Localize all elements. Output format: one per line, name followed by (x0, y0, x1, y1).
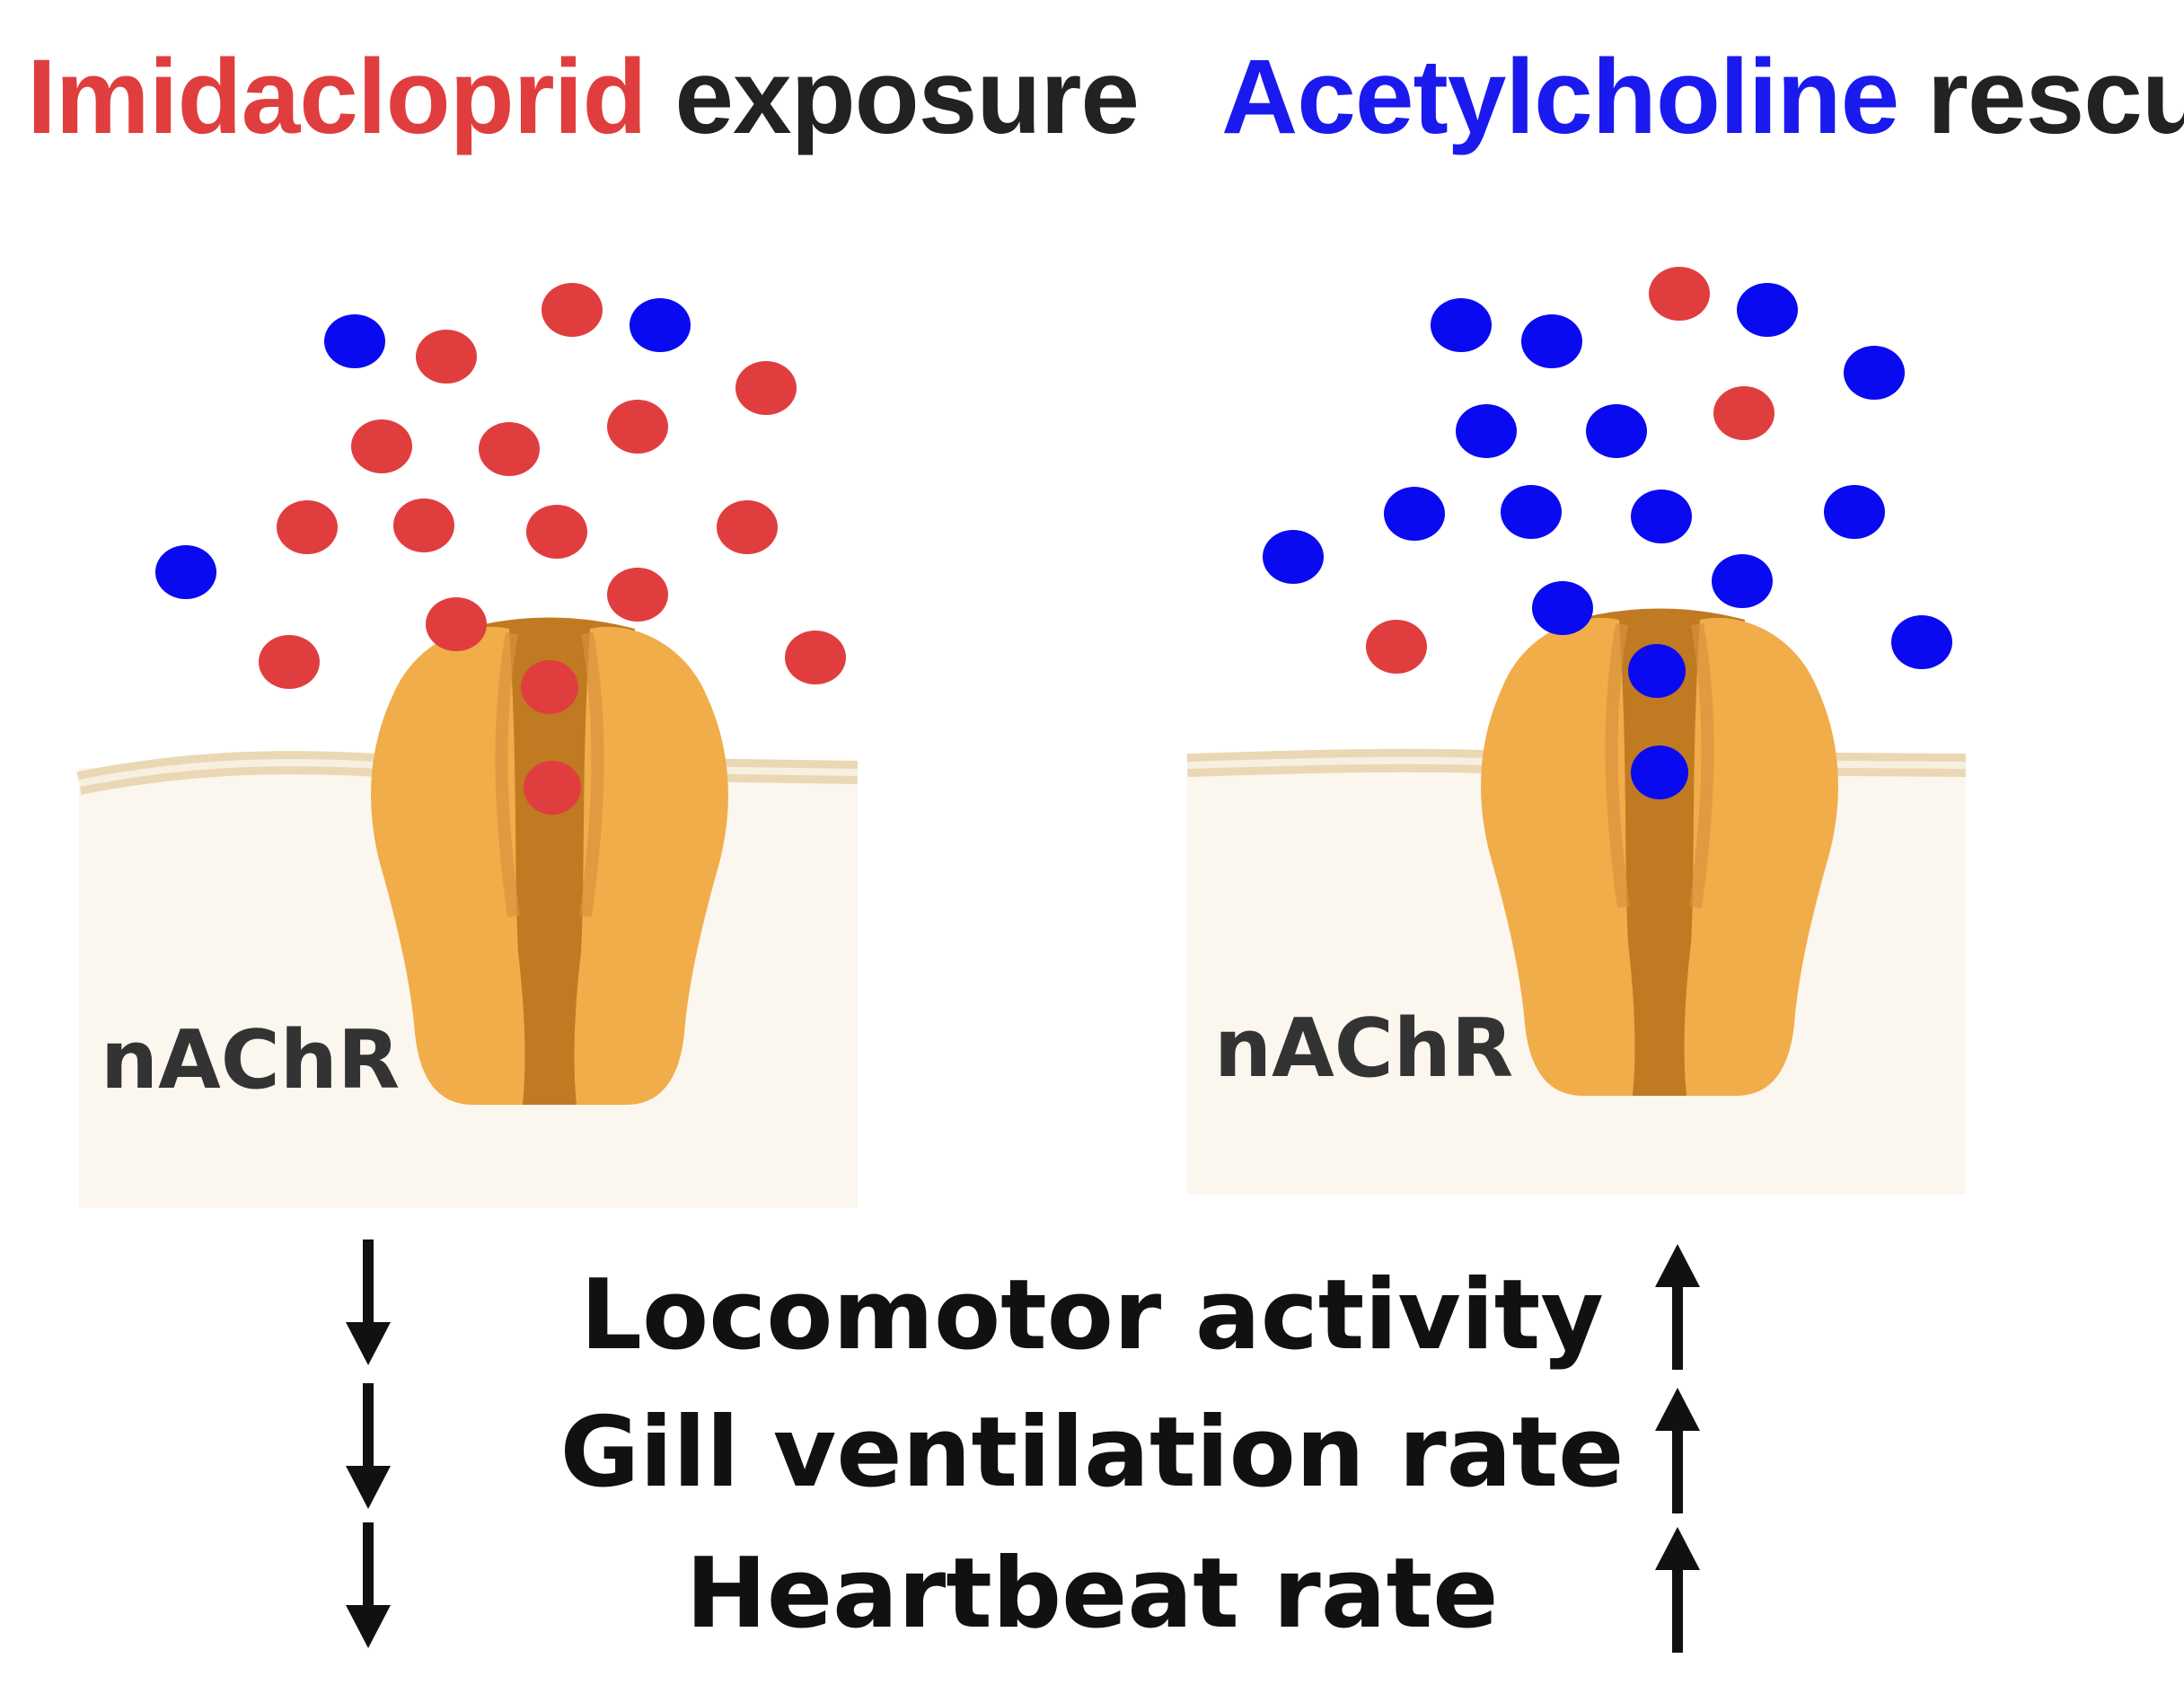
imidacloprid-molecule (426, 597, 487, 651)
imidacloprid-molecule (607, 568, 668, 622)
acetylcholine-molecule (1844, 346, 1905, 400)
imidacloprid-molecule (1366, 620, 1427, 674)
imidacloprid-molecule (735, 361, 797, 415)
imidacloprid-molecule (526, 505, 587, 559)
acetylcholine-molecule (1891, 615, 1952, 669)
acetylcholine-molecule (1521, 314, 1582, 368)
acetylcholine-molecule (1501, 485, 1562, 539)
imidacloprid-molecule (277, 500, 338, 554)
title-highlight: Acetylcholine (1221, 38, 1899, 156)
acetylcholine-molecule (1712, 554, 1773, 608)
title-acetylcholine-rescue: Acetylcholine rescue (1221, 36, 2184, 158)
arrow-up-icon (1655, 1244, 1700, 1370)
acetylcholine-molecule (1631, 745, 1688, 799)
molecules-left (155, 283, 846, 815)
arrow-down-icon (346, 1239, 391, 1365)
arrow-up-icon (1655, 1527, 1700, 1653)
receptor-label-right: nAChR (1214, 1001, 1514, 1096)
acetylcholine-molecule (1628, 644, 1686, 698)
effect-label: Heartbeat rate (685, 1538, 1499, 1650)
molecules-right (1263, 267, 1952, 799)
acetylcholine-molecule (155, 545, 216, 599)
imidacloprid-molecule (524, 761, 581, 815)
acetylcholine-molecule (1456, 404, 1517, 458)
imidacloprid-molecule (785, 631, 846, 684)
title-rest: exposure (674, 38, 1140, 156)
title-rest: rescue (1927, 38, 2184, 156)
imidacloprid-molecule (1649, 267, 1710, 321)
acetylcholine-molecule (1431, 298, 1492, 352)
acetylcholine-molecule (630, 298, 691, 352)
imidacloprid-molecule (521, 660, 578, 714)
acetylcholine-molecule (1263, 530, 1324, 584)
acetylcholine-molecule (1737, 283, 1798, 337)
arrow-down-icon (346, 1383, 391, 1509)
title-imidacloprid-exposure: Imidacloprid exposure (27, 36, 1140, 158)
imidacloprid-molecule (542, 283, 603, 337)
effect-gill-ventilation-rate: Gill ventilation rate (0, 1397, 2184, 1509)
imidacloprid-molecule (717, 500, 778, 554)
effect-label: Locomotor activity (580, 1259, 1604, 1372)
acetylcholine-molecule (1824, 485, 1885, 539)
imidacloprid-molecule (393, 498, 454, 552)
effect-locomotor-activity: Locomotor activity (0, 1259, 2184, 1372)
imidacloprid-molecule (351, 419, 412, 473)
acetylcholine-molecule (324, 314, 385, 368)
title-highlight: Imidacloprid (27, 38, 647, 156)
imidacloprid-molecule (479, 422, 540, 476)
acetylcholine-molecule (1586, 404, 1647, 458)
arrow-up-icon (1655, 1388, 1700, 1513)
effect-heartbeat-rate: Heartbeat rate (0, 1538, 2184, 1650)
imidacloprid-molecule (259, 635, 320, 689)
imidacloprid-molecule (1713, 386, 1774, 440)
receptor-label-left: nAChR (101, 1013, 401, 1107)
imidacloprid-molecule (607, 400, 668, 454)
acetylcholine-molecule (1384, 487, 1445, 541)
imidacloprid-molecule (416, 330, 477, 384)
arrow-down-icon (346, 1522, 391, 1648)
acetylcholine-molecule (1532, 581, 1593, 635)
acetylcholine-molecule (1631, 490, 1692, 543)
effect-label: Gill ventilation rate (559, 1397, 1625, 1509)
